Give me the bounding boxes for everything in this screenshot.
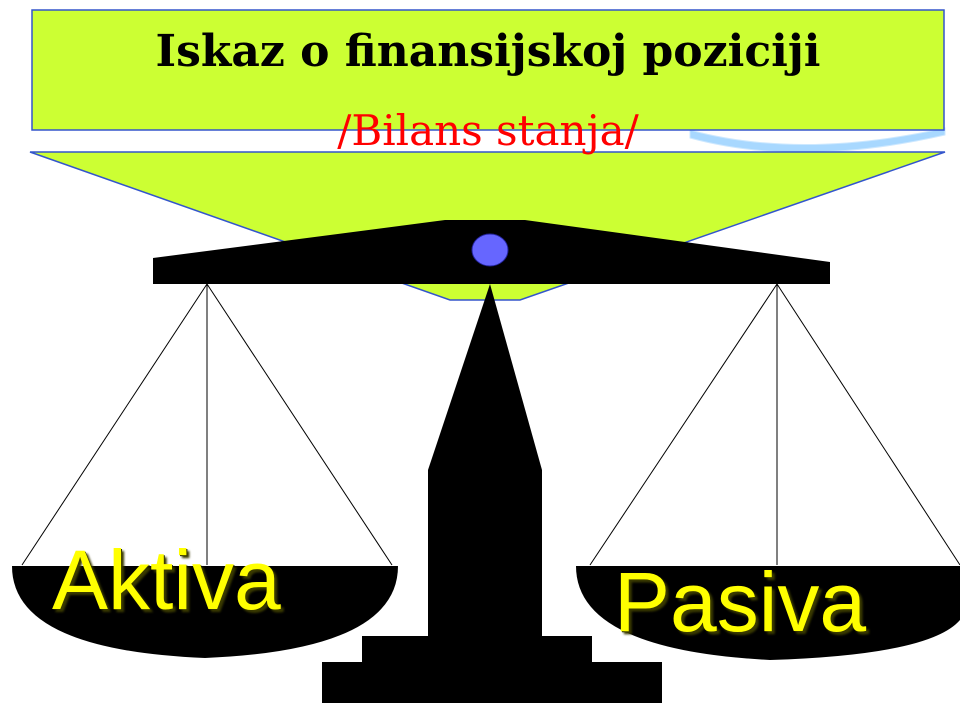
right-scale-pan <box>576 566 960 660</box>
title-banner-box <box>31 9 945 131</box>
scale-column <box>428 284 542 640</box>
left-scale-pan <box>12 566 398 658</box>
scale-pivot-icon <box>471 233 509 267</box>
page-subtitle: /Bilans stanja/ <box>337 106 639 155</box>
scale-base-lower <box>322 662 662 703</box>
decorative-blue-arc <box>689 127 946 153</box>
right-pan-label: Pasiva <box>614 555 867 649</box>
right-pan-strings <box>589 283 960 566</box>
page-title: Iskaz o finansijskoj poziciji <box>155 26 821 77</box>
scale-base-upper <box>362 636 592 666</box>
left-pan-strings <box>21 283 393 566</box>
left-pan-label: Aktiva <box>52 533 281 627</box>
